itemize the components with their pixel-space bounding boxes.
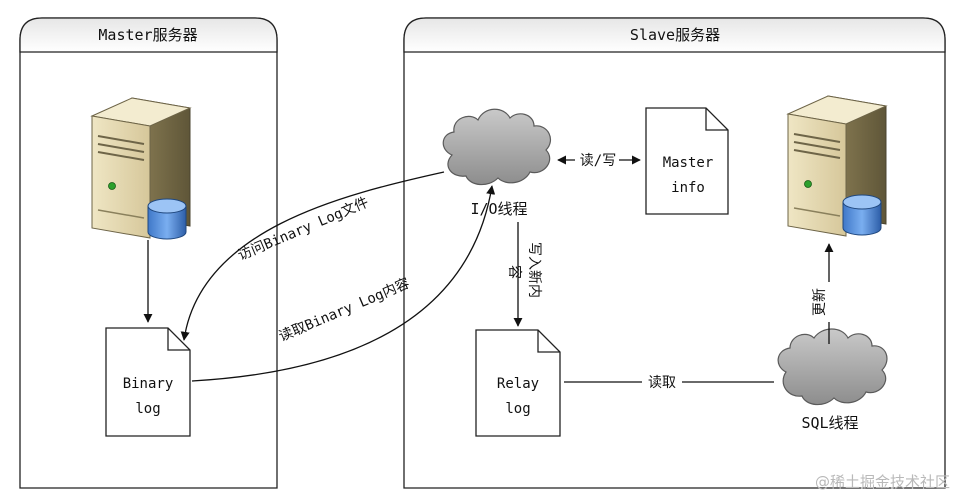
slave-server-icon xyxy=(786,95,888,237)
read-write-label-bg xyxy=(575,150,619,170)
master-server-icon xyxy=(90,97,192,239)
master-database-icon xyxy=(147,198,187,240)
io-thread-cloud xyxy=(442,108,551,186)
watermark: @稀土掘金技术社区 xyxy=(814,473,950,491)
relay-log-label-line2: log xyxy=(505,401,530,417)
read-label: 读取 xyxy=(648,374,676,391)
write-new-content-label-line1: 写入新内 xyxy=(526,242,542,298)
sql-thread-label: SQL线程 xyxy=(801,414,858,432)
io-thread-label: I/O线程 xyxy=(470,200,527,218)
binary-log-label-line1: Binary xyxy=(123,376,174,392)
read-write-label: 读/写 xyxy=(580,152,616,169)
read-binlog-label: 读取Binary Log内容 xyxy=(276,275,412,345)
sql-thread-cloud xyxy=(777,328,888,406)
binary-log-document: Binary log xyxy=(105,327,191,437)
update-label-bg xyxy=(819,282,839,322)
master-info-document: Master info xyxy=(645,107,729,215)
binary-log-label-line2: log xyxy=(135,401,160,417)
relay-log-label-line1: Relay xyxy=(497,376,539,392)
update-label: 更新 xyxy=(812,288,828,316)
slave-server-title: Slave服务器 xyxy=(630,26,720,44)
master-info-label-line1: Master xyxy=(663,155,714,171)
master-info-label-line2: info xyxy=(671,180,705,196)
write-new-content-label-line2: 容 xyxy=(506,265,523,279)
read-binlog-arrow xyxy=(191,185,496,382)
slave-database-icon xyxy=(842,194,882,236)
master-server-title: Master服务器 xyxy=(98,26,197,44)
access-binlog-arrow xyxy=(180,171,445,341)
read-label-bg xyxy=(642,372,682,392)
relay-log-document: Relay log xyxy=(475,329,561,437)
